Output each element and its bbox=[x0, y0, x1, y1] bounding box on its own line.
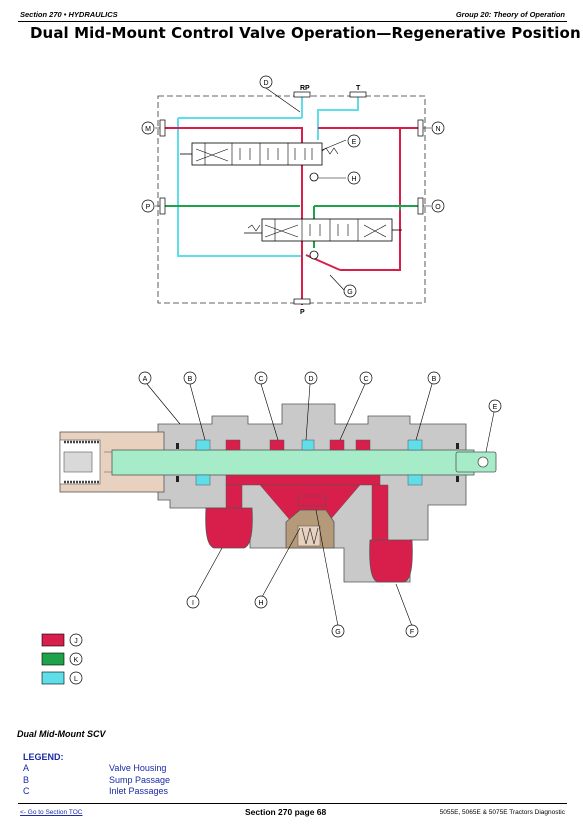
legend-value: Inlet Passages bbox=[109, 786, 169, 796]
page-header: Section 270 • HYDRAULICS Group 20: Theor… bbox=[20, 8, 565, 22]
upper-spool bbox=[180, 142, 339, 166]
svg-text:E: E bbox=[352, 139, 357, 146]
svg-text:A: A bbox=[143, 376, 148, 383]
svg-text:O: O bbox=[435, 204, 441, 211]
callout-p: P bbox=[141, 199, 155, 213]
legend-value: Valve Housing bbox=[109, 763, 167, 773]
port-t-label: T bbox=[356, 85, 361, 92]
color-key: J K L bbox=[41, 633, 83, 685]
callout-e-top: E bbox=[347, 134, 361, 148]
callout-c-left: C bbox=[254, 371, 268, 385]
spool-eye bbox=[455, 451, 497, 473]
port-rp-label: RP bbox=[300, 85, 310, 92]
color-swatch-j bbox=[41, 633, 65, 647]
callout-h: H bbox=[254, 595, 268, 609]
header-section: Section 270 • HYDRAULICS bbox=[20, 10, 118, 19]
color-letter-j: J bbox=[74, 638, 78, 645]
callout-g: G bbox=[331, 624, 345, 638]
header-group: Group 20: Theory of Operation bbox=[455, 10, 565, 19]
footer-doc: 5055E, 5065E & 5075E Tractors Diagnostic bbox=[439, 809, 565, 816]
svg-text:B: B bbox=[188, 376, 193, 383]
svg-text:H: H bbox=[258, 600, 263, 607]
color-swatch-k bbox=[41, 652, 65, 666]
callout-g-top: G bbox=[343, 284, 357, 298]
page-title: Dual Mid-Mount Control Valve Operation—R… bbox=[30, 24, 581, 42]
port-i bbox=[205, 507, 253, 549]
callout-b-right: B bbox=[427, 371, 441, 385]
callout-b-left: B bbox=[183, 371, 197, 385]
legend-title: LEGEND: bbox=[23, 752, 64, 762]
callout-e: E bbox=[488, 399, 502, 413]
svg-text:G: G bbox=[335, 629, 340, 636]
color-letter-l: L bbox=[74, 676, 78, 683]
svg-text:M: M bbox=[145, 126, 151, 133]
toc-link[interactable]: <- Go to Section TOC bbox=[20, 809, 83, 816]
cutaway bbox=[59, 383, 497, 627]
svg-text:N: N bbox=[435, 126, 440, 133]
callouts: D E H G M N P O A B C D C B E I H G F bbox=[138, 75, 502, 638]
schematic-boundary bbox=[157, 95, 426, 304]
legend-key: A bbox=[23, 763, 30, 773]
svg-text:F: F bbox=[410, 629, 414, 636]
callout-i: I bbox=[186, 595, 200, 609]
legend-key: B bbox=[23, 775, 30, 785]
svg-text:D: D bbox=[308, 376, 313, 383]
color-letter-k: K bbox=[74, 657, 79, 664]
callout-c-right: C bbox=[359, 371, 373, 385]
svg-text:C: C bbox=[258, 376, 263, 383]
legend-value: Sump Passage bbox=[109, 775, 171, 785]
callout-n: N bbox=[431, 121, 445, 135]
regen-line bbox=[163, 205, 418, 248]
lower-spool bbox=[244, 218, 402, 242]
footer-rule bbox=[18, 803, 567, 804]
schematic: RP T P bbox=[155, 85, 431, 316]
callout-a: A bbox=[138, 371, 152, 385]
callout-m: M bbox=[141, 121, 155, 135]
svg-text:H: H bbox=[351, 176, 356, 183]
legend-key: C bbox=[23, 786, 30, 796]
callout-d: D bbox=[304, 371, 318, 385]
spool bbox=[111, 449, 475, 476]
svg-text:G: G bbox=[347, 289, 352, 296]
svg-text:E: E bbox=[493, 404, 498, 411]
color-swatch-l bbox=[41, 671, 65, 685]
port-f bbox=[369, 539, 413, 583]
port-p-label: P bbox=[300, 309, 305, 316]
callout-h-top: H bbox=[347, 171, 361, 185]
svg-text:D: D bbox=[263, 80, 268, 87]
callout-d-top: D bbox=[259, 75, 273, 89]
check-valve-lower bbox=[309, 250, 319, 260]
callout-f: F bbox=[405, 624, 419, 638]
svg-text:C: C bbox=[363, 376, 368, 383]
header-rule bbox=[18, 21, 567, 22]
callout-o: O bbox=[431, 199, 445, 213]
footer-page: Section 270 page 68 bbox=[245, 807, 327, 817]
return-line bbox=[177, 97, 359, 257]
svg-text:P: P bbox=[146, 204, 151, 211]
svg-text:I: I bbox=[192, 600, 194, 607]
figure-caption: Dual Mid-Mount SCV bbox=[17, 729, 106, 739]
check-valve-h bbox=[309, 172, 319, 182]
svg-text:B: B bbox=[432, 376, 437, 383]
